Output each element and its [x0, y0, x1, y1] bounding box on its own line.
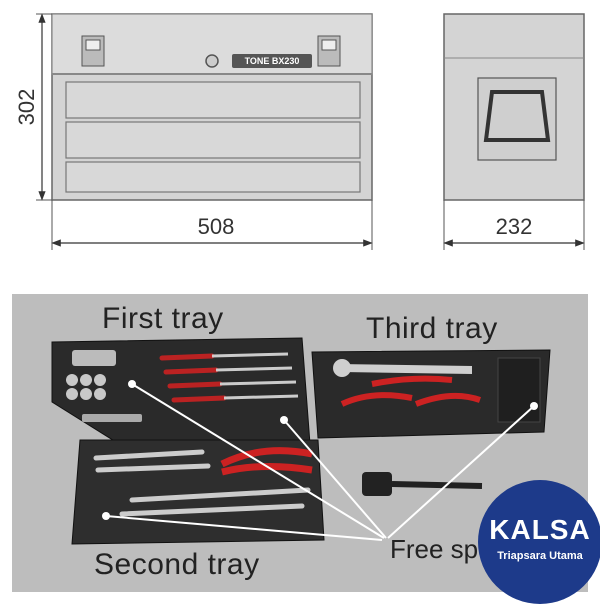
depth-label: 232: [495, 214, 533, 239]
front-view: [51, 13, 373, 201]
trays-photo: [12, 294, 588, 592]
free-space-label: Free sp: [390, 534, 479, 564]
kalsa-logo-subtitle: Triapsara Utama: [497, 550, 583, 562]
side-view: [443, 13, 585, 201]
free-space-pointers: [105, 383, 535, 541]
second-tray-label: Second tray: [94, 548, 260, 581]
depth-dimension: [443, 200, 585, 250]
kalsa-logo: KALSA Triapsara Utama: [478, 480, 600, 604]
right-latch: [317, 35, 341, 67]
third-tray: [311, 349, 551, 439]
kalsa-logo-name: KALSA: [489, 514, 591, 545]
height-label: 302: [14, 88, 39, 126]
lock-icon: [205, 54, 219, 68]
width-label: 508: [197, 214, 235, 239]
toolbox-dimension-drawing: [36, 13, 585, 250]
drawer-2: [65, 121, 361, 159]
left-latch: [81, 35, 105, 67]
first-tray-label: First tray: [102, 302, 224, 335]
brand-badge: [232, 54, 312, 68]
side-handle-icon: [483, 90, 551, 142]
width-dimension: [51, 200, 373, 250]
first-tray: [51, 337, 311, 453]
drawer-1: [65, 81, 361, 119]
third-tray-label: Third tray: [366, 312, 498, 345]
second-tray: [71, 439, 325, 545]
trays-illustration: [51, 337, 551, 545]
height-dimension: [36, 13, 52, 201]
brand-badge-text: TONE BX230: [244, 56, 300, 66]
drawer-3: [65, 161, 361, 193]
hammer: [362, 472, 483, 496]
